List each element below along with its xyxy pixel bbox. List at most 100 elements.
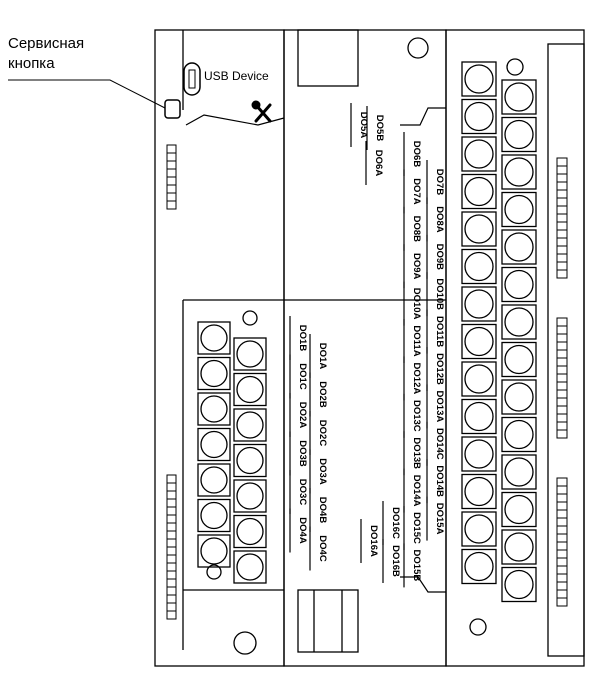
svg-text:DO12A: DO12A xyxy=(411,363,422,395)
right-block-col2-terminal[interactable] xyxy=(501,416,537,453)
right-block-col1-terminal[interactable] xyxy=(461,173,497,210)
led-strip-right-bottom xyxy=(556,477,568,607)
service-button[interactable] xyxy=(164,99,181,119)
right-block-col2-terminal[interactable] xyxy=(501,266,537,303)
led-strip-right-top xyxy=(556,157,568,279)
label-do14a: DO14A xyxy=(403,468,422,513)
right-block-col2-terminal[interactable] xyxy=(501,116,537,153)
label-do15c: DO15C xyxy=(403,506,422,550)
led-strip-left-bottom xyxy=(166,474,177,620)
right-block-col2-terminal[interactable] xyxy=(501,191,537,228)
svg-text:DO15C: DO15C xyxy=(411,512,422,544)
right-block-col2-terminal[interactable] xyxy=(501,379,537,415)
svg-text:DO12B: DO12B xyxy=(434,353,445,385)
wrench-screwdriver-icon xyxy=(251,100,272,123)
label-do4b: DO4B xyxy=(309,488,328,532)
right-block-col2-terminal[interactable] xyxy=(501,79,537,115)
left-block-col2-terminal[interactable] xyxy=(233,479,267,513)
svg-text:DO10A: DO10A xyxy=(411,288,422,320)
right-block-col1-terminal[interactable] xyxy=(461,98,497,135)
svg-text:DO15B: DO15B xyxy=(411,550,422,582)
label-do3a: DO3A xyxy=(309,449,328,494)
label-do1c: DO1C xyxy=(289,354,308,399)
right-block-col1-terminal[interactable] xyxy=(461,361,497,397)
callout-line-1: Сервисная xyxy=(8,35,85,52)
right-block-col1-terminal[interactable] xyxy=(461,61,497,97)
right-block-col1-terminal[interactable] xyxy=(461,473,497,510)
label-do2c: DO2C xyxy=(309,411,328,455)
right-block-col1-terminal[interactable] xyxy=(461,323,497,360)
label-do9a: DO9A xyxy=(403,244,422,289)
label-do11b: DO11B xyxy=(426,309,445,354)
left-block-col2-terminal[interactable] xyxy=(233,337,267,371)
left-block-col1-terminal[interactable] xyxy=(197,427,231,462)
label-do14c: DO14C xyxy=(426,421,445,466)
right-block-col1-terminal[interactable] xyxy=(461,136,497,172)
label-do16b: DO16B xyxy=(382,539,401,583)
right-block-col1-terminal[interactable] xyxy=(461,211,497,247)
svg-text:DO9A: DO9A xyxy=(411,253,422,280)
usb-device-label: USB Device xyxy=(204,69,269,83)
svg-text:DO3B: DO3B xyxy=(297,440,308,467)
usb-port[interactable] xyxy=(183,62,201,96)
svg-text:DO6B: DO6B xyxy=(411,141,422,168)
label-do16c: DO16C xyxy=(382,501,401,545)
svg-text:DO13C: DO13C xyxy=(411,400,422,432)
svg-text:DO13A: DO13A xyxy=(434,391,445,423)
svg-text:DO2C: DO2C xyxy=(317,420,328,447)
svg-text:DO16A: DO16A xyxy=(368,525,379,557)
right-block-col1-terminal[interactable] xyxy=(461,248,497,285)
mounting-hole-top xyxy=(407,37,429,59)
left-block-col2-terminal[interactable] xyxy=(233,514,267,549)
right-block-col1-terminal[interactable] xyxy=(461,286,497,322)
label-do11a: DO11A xyxy=(403,319,422,363)
label-do13b: DO13B xyxy=(403,431,422,476)
left-block-col1-terminal[interactable] xyxy=(197,463,231,497)
left-block-col1-terminal[interactable] xyxy=(197,498,231,533)
callout-leader-line xyxy=(8,79,166,109)
svg-text:DO16B: DO16B xyxy=(390,545,401,577)
led-strip-left-top xyxy=(166,144,177,210)
right-block-col2-terminal[interactable] xyxy=(501,304,537,340)
left-block-col2-terminal[interactable] xyxy=(233,372,267,407)
svg-text:DO15A: DO15A xyxy=(434,503,445,535)
right-block-col1-terminal[interactable] xyxy=(461,436,497,472)
terminal-screw-marker-top-right xyxy=(506,58,524,76)
label-do2b: DO2B xyxy=(309,372,328,417)
right-block-col2-terminal[interactable] xyxy=(501,491,537,528)
svg-text:DO3C: DO3C xyxy=(297,479,308,506)
right-block-col2-terminal[interactable] xyxy=(501,341,537,378)
label-do12b: DO12B xyxy=(426,347,445,391)
svg-text:DO6A: DO6A xyxy=(373,150,384,177)
left-block-col1-terminal[interactable] xyxy=(197,534,231,568)
right-block-col1-terminal[interactable] xyxy=(461,398,497,435)
svg-text:DO7B: DO7B xyxy=(434,169,445,196)
right-block-col2-terminal[interactable] xyxy=(501,454,537,490)
left-block-col2-terminal[interactable] xyxy=(233,443,267,478)
right-block-col2-terminal[interactable] xyxy=(501,154,537,190)
right-block-col2-terminal[interactable] xyxy=(501,566,537,603)
svg-text:DO4A: DO4A xyxy=(297,517,308,544)
right-block-col2-terminal[interactable] xyxy=(501,529,537,565)
label-do13c: DO13C xyxy=(403,393,422,438)
label-do15a: DO15A xyxy=(426,496,445,541)
left-block-col1-terminal[interactable] xyxy=(197,321,231,355)
label-do8b: DO8B xyxy=(403,206,422,251)
left-block-col1-terminal[interactable] xyxy=(197,356,231,391)
svg-text:DO14C: DO14C xyxy=(434,428,445,460)
service-button-callout: Сервисная кнопка xyxy=(8,34,84,74)
svg-text:DO8B: DO8B xyxy=(411,216,422,243)
left-block-col2-terminal[interactable] xyxy=(233,408,267,442)
right-block-col1-terminal[interactable] xyxy=(461,548,497,585)
svg-text:DO9B: DO9B xyxy=(434,244,445,271)
label-do14b: DO14B xyxy=(426,459,445,504)
right-block-col2-terminal[interactable] xyxy=(501,229,537,265)
left-block-col2-terminal[interactable] xyxy=(233,550,267,584)
left-block-col1-terminal[interactable] xyxy=(197,392,231,426)
svg-text:DO16C: DO16C xyxy=(390,507,401,539)
label-do10b: DO10B xyxy=(426,272,445,317)
right-block-col1-terminal[interactable] xyxy=(461,511,497,547)
svg-text:DO8A: DO8A xyxy=(434,206,445,233)
callout-line-2: кнопка xyxy=(8,55,55,72)
